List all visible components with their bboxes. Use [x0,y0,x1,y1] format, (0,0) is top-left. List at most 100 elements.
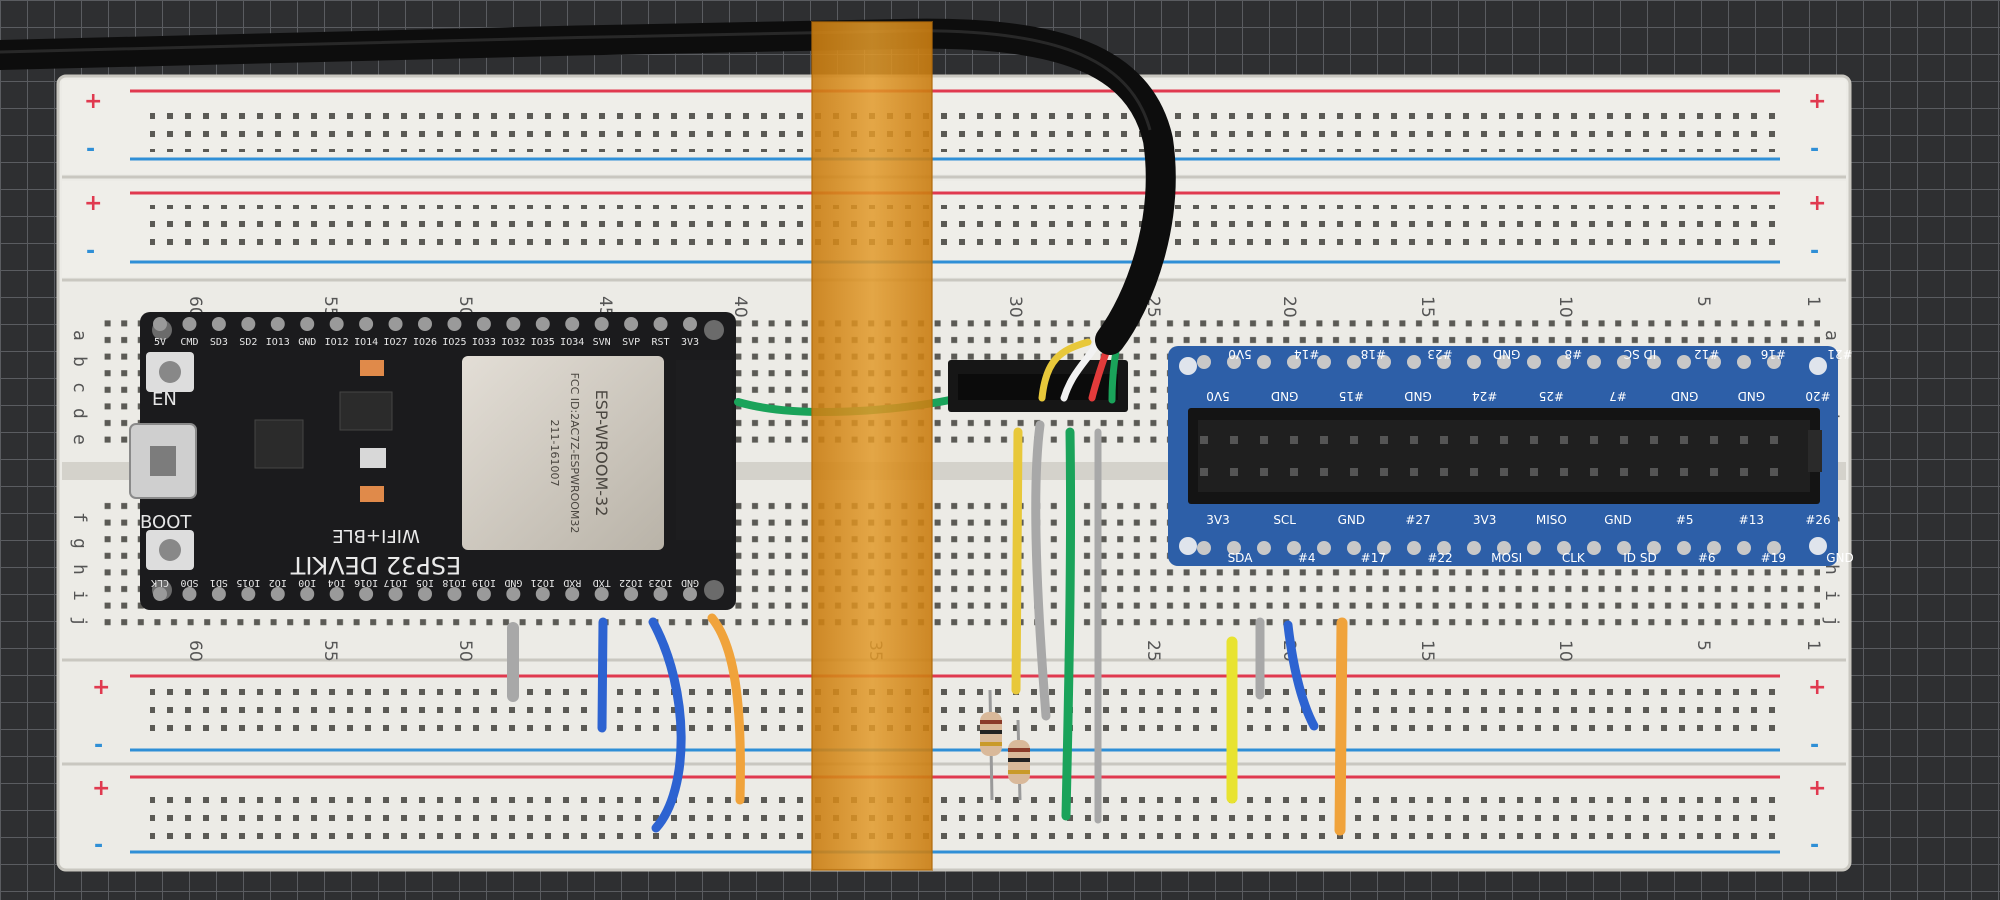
connector-pin [1740,468,1748,476]
breakout-pin-label: GND [1338,513,1366,527]
header-pin [1527,355,1541,369]
breakout-pin-label: #7 [1609,389,1627,403]
breakout-pin-label: #18 [1361,347,1386,361]
breakout-pin-label: #19 [1761,551,1786,565]
breakout-pin-label: GND [1493,347,1521,361]
pin-label: SVP [622,337,640,348]
pin-label: SD0 [180,577,198,588]
esp32-sub-label: WIFI+BLE [332,525,420,546]
column-number: 10 [1555,296,1575,318]
breakout-pin-label: #25 [1539,389,1564,403]
header-pin [1407,355,1421,369]
column-number: 15 [1417,640,1437,662]
breakout-pin-label: #23 [1427,347,1452,361]
connector-pin [1200,436,1208,444]
breakout-pin-label: #22 [1427,551,1452,565]
rail-plus-label: + [1808,776,1826,801]
pin-label: IO22 [619,577,643,588]
header-pin [1647,541,1661,555]
connector-pin [1740,436,1748,444]
connector-pin [1620,436,1628,444]
header-pin [683,587,697,601]
connector-pin [1530,468,1538,476]
connector-pin [1770,436,1778,444]
connector-pin [1680,436,1688,444]
pin-label: SVN [593,337,611,348]
column-number: 30 [1005,296,1025,318]
pin-label: RXD [563,577,581,588]
header-pin [447,317,462,331]
rail-plus-label: + [1808,675,1826,700]
header-pin [1227,355,1241,369]
connector-pin [1410,436,1418,444]
connector-pin [1560,468,1568,476]
rail-minus-label: - [86,239,95,264]
header-pin [1227,541,1241,555]
row-letter: i [69,590,90,601]
rail-minus-label: - [1810,833,1819,858]
pin-label: GND [504,577,522,588]
header-pin [1707,541,1721,555]
header-pin [1347,541,1361,555]
breakout-pin-label: 5V0 [1206,389,1229,403]
header-pin [1587,541,1601,555]
breakout-pin-label: GND [1404,389,1432,403]
header-pin [1497,541,1511,555]
header-pin [418,587,432,601]
header-pin [1467,541,1481,555]
breakout-pin-label: #17 [1361,551,1386,565]
header-pin [1647,355,1661,369]
header-pin [1677,355,1691,369]
header-pin [1617,355,1631,369]
pin-label: IO23 [649,577,673,588]
connector-pin [1620,468,1628,476]
row-letter: j [69,616,90,627]
connector-pin [1410,468,1418,476]
pin-label: SD3 [210,337,228,348]
breakout-pin-label: #26 [1805,513,1830,527]
pin-label: IO15 [236,577,260,588]
header-pin [594,317,609,331]
connector-pin [1230,468,1238,476]
connector-pin [1500,468,1508,476]
header-pin [211,587,226,601]
pin-label: IO19 [472,577,496,588]
breakout-pin-label: #20 [1805,389,1830,403]
rail-plus-label: + [1808,191,1826,216]
header-pin [1767,355,1781,369]
row-letter: g [69,538,90,549]
header-pin [624,317,639,331]
header-pin [1737,541,1751,555]
pin-label: IO5 [416,577,434,588]
pin-label: SD1 [210,577,228,588]
header-pin [182,587,197,601]
header-pin [1617,541,1631,555]
header-pin [683,317,697,331]
pin-label: IO32 [501,337,525,348]
header-pin [300,317,315,331]
esp32-brand-label: ESP32 DEVKIT [290,551,461,579]
column-number: 50 [455,640,475,662]
breakout-pin-label: SDA [1228,551,1254,565]
rail-plus-label: + [84,89,102,114]
pin-label: IO26 [413,337,437,348]
connector-pin [1560,436,1568,444]
esp32-devkit: EN BOOT ESP32 DEVKIT WIFI+BLE ESP-WROOM-… [129,312,736,610]
connector-pin [1320,468,1328,476]
header-pin [359,317,374,331]
breakout-pin-label: CLK [1562,551,1586,565]
column-number: 40 [730,296,750,318]
header-pin [1557,541,1571,555]
header-pin [1497,355,1511,369]
breakout-pin-label: #8 [1564,347,1582,361]
pin-label: SD2 [239,337,257,348]
rail-minus-label: - [94,833,103,858]
header-pin [153,587,167,601]
pin-label: IO14 [354,337,378,348]
pin-label: IO27 [384,337,408,348]
rail-minus-label: - [94,733,103,758]
connector-pin [1530,436,1538,444]
pin-label: IO35 [531,337,555,348]
